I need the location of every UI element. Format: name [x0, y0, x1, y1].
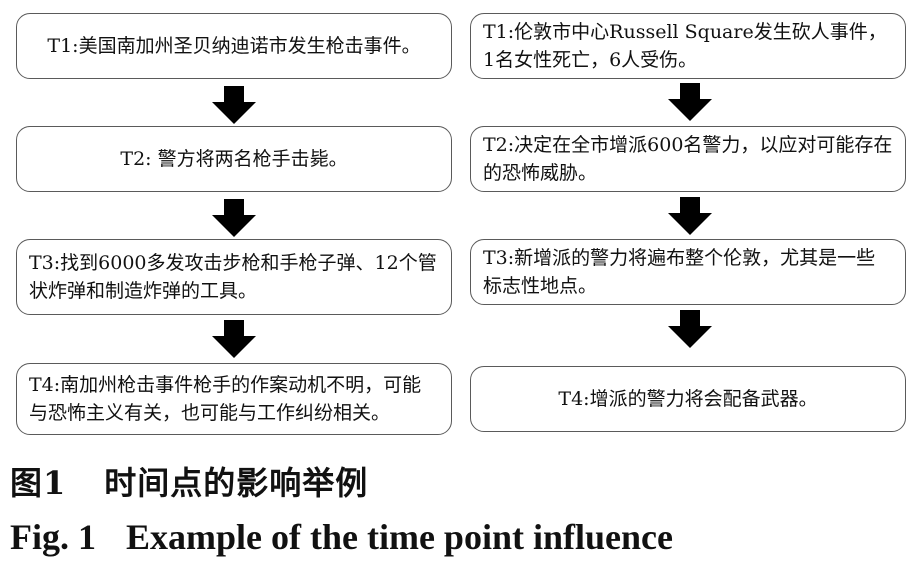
right-step-t1-text: T1:伦敦市中心Russell Square发生砍人事件，1名女性死亡，6人受伤…: [483, 21, 887, 71]
right-step-t3-text: T3:新增派的警力将遍布整个伦敦，尤其是一些标志性地点。: [483, 247, 876, 297]
left-step-t1-text: T1:美国南加州圣贝纳迪诺市发生枪击事件。: [47, 35, 421, 57]
left-step-t3: T3:找到6000多发攻击步枪和手枪子弹、12个管状炸弹和制造炸弹的工具。: [16, 239, 452, 315]
left-step-t2: T2: 警方将两名枪手击毙。: [16, 126, 452, 192]
left-arrow-1: [212, 86, 256, 124]
caption-en-title: Example of the time point influence: [126, 517, 673, 557]
caption-cn-label: 图1: [10, 464, 67, 502]
caption-english: Fig. 1 Example of the time point influenc…: [10, 516, 673, 558]
right-step-t3: T3:新增派的警力将遍布整个伦敦，尤其是一些标志性地点。: [470, 239, 906, 305]
right-step-t4: T4:增派的警力将会配备武器。: [470, 366, 906, 432]
left-arrow-3: [212, 320, 256, 358]
left-step-t1: T1:美国南加州圣贝纳迪诺市发生枪击事件。: [16, 13, 452, 79]
right-step-t2-text: T2:决定在全市增派600名警力，以应对可能存在的恐怖威胁。: [483, 134, 893, 184]
left-arrow-2: [212, 199, 256, 237]
right-step-t1: T1:伦敦市中心Russell Square发生砍人事件，1名女性死亡，6人受伤…: [470, 13, 906, 79]
left-step-t3-text: T3:找到6000多发攻击步枪和手枪子弹、12个管状炸弹和制造炸弹的工具。: [29, 252, 437, 302]
right-arrow-1: [668, 83, 712, 121]
right-step-t4-text: T4:增派的警力将会配备武器。: [558, 388, 818, 410]
caption-en-label: Fig. 1: [10, 517, 96, 557]
left-step-t4-text: T4:南加州枪击事件枪手的作案动机不明，可能与恐怖主义有关，也可能与工作纠纷相关…: [29, 374, 422, 424]
left-step-t4: T4:南加州枪击事件枪手的作案动机不明，可能与恐怖主义有关，也可能与工作纠纷相关…: [16, 363, 452, 435]
left-step-t2-text: T2: 警方将两名枪手击毙。: [120, 148, 348, 170]
caption-chinese: 图1 时间点的影响举例: [10, 458, 368, 504]
right-arrow-2: [668, 197, 712, 235]
right-step-t2: T2:决定在全市增派600名警力，以应对可能存在的恐怖威胁。: [470, 126, 906, 192]
caption-cn-title: 时间点的影响举例: [104, 464, 369, 502]
right-arrow-3: [668, 310, 712, 348]
